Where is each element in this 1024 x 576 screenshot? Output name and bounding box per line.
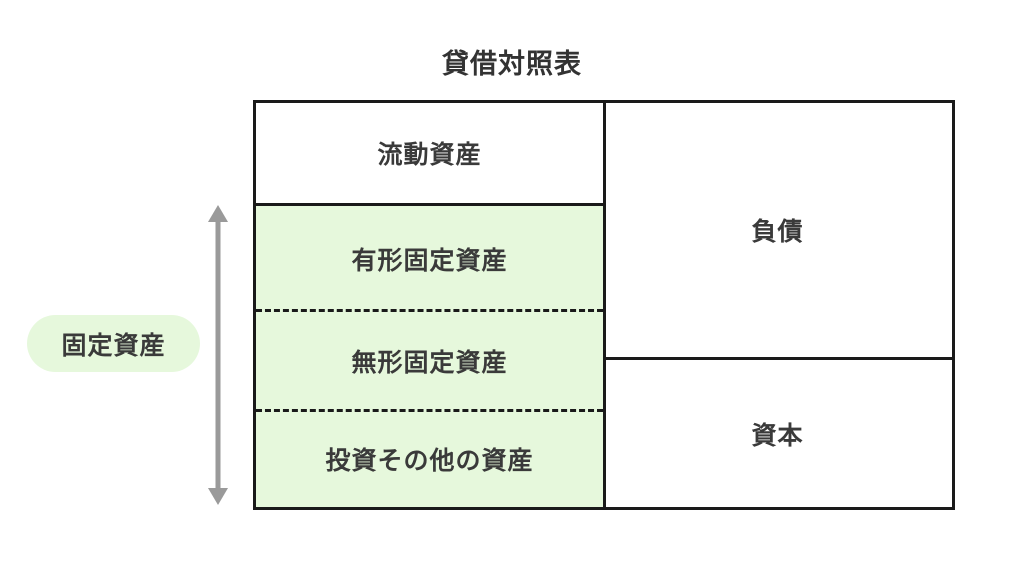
balance-sheet-table: 流動資産 有形固定資産 無形固定資産 投資その他の資産 負債 資本 [253, 100, 955, 510]
cell-intangible-fixed-assets: 無形固定資産 [256, 311, 603, 411]
assets-column: 流動資産 有形固定資産 無形固定資産 投資その他の資産 [256, 103, 603, 507]
divider-intangible-vs-investments [256, 409, 603, 412]
cell-equity: 資本 [603, 360, 952, 507]
divider-assets-vs-liabilities [603, 103, 606, 507]
cell-current-assets: 流動資産 [256, 103, 603, 203]
cell-tangible-fixed-assets: 有形固定資産 [256, 206, 603, 311]
cell-liabilities: 負債 [603, 103, 952, 357]
fixed-assets-group-label: 固定資産 [27, 315, 200, 372]
liabilities-equity-column: 負債 資本 [603, 103, 952, 507]
cell-investments-and-other-assets: 投資その他の資産 [256, 411, 603, 507]
divider-current-vs-fixed [256, 203, 603, 206]
page-title: 貸借対照表 [442, 49, 582, 80]
double-headed-vertical-arrow-icon [203, 203, 233, 507]
divider-tangible-vs-intangible [256, 309, 603, 312]
divider-liabilities-vs-equity [603, 357, 952, 360]
